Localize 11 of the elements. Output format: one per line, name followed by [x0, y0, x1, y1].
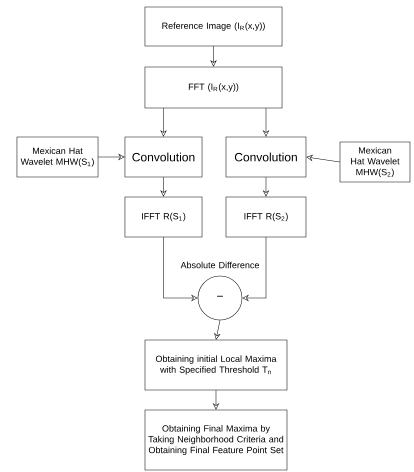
process-box: Reference Image (I$_{R}$(x,y)) — [144, 6, 282, 46]
process-box: Obtaining initial Local Maxima with Specified Threshold T$_{n}$ — [144, 340, 288, 390]
process-box: IFFT R(S$_{2}$) — [226, 196, 306, 238]
process-box: Convolution — [124, 136, 202, 178]
process-box: Convolution — [226, 136, 306, 178]
input-box: Mexican Hat Wavelet MHW(S$_{1}$) — [16, 136, 98, 178]
process-box: FFT (I$_{R}$(x,y)) — [144, 66, 282, 108]
input-box: Mexican Hat Wavelet MHW(S$_{2}$) — [340, 142, 410, 182]
process-box: IFFT R(S$_{1}$) — [124, 196, 202, 238]
node-caption: Absolute Difference — [180, 262, 260, 268]
process-box: Obtaining Final Maxima by Taking Neighborhood Criteria and Obtaining Final Feature Point Set — [144, 410, 288, 470]
